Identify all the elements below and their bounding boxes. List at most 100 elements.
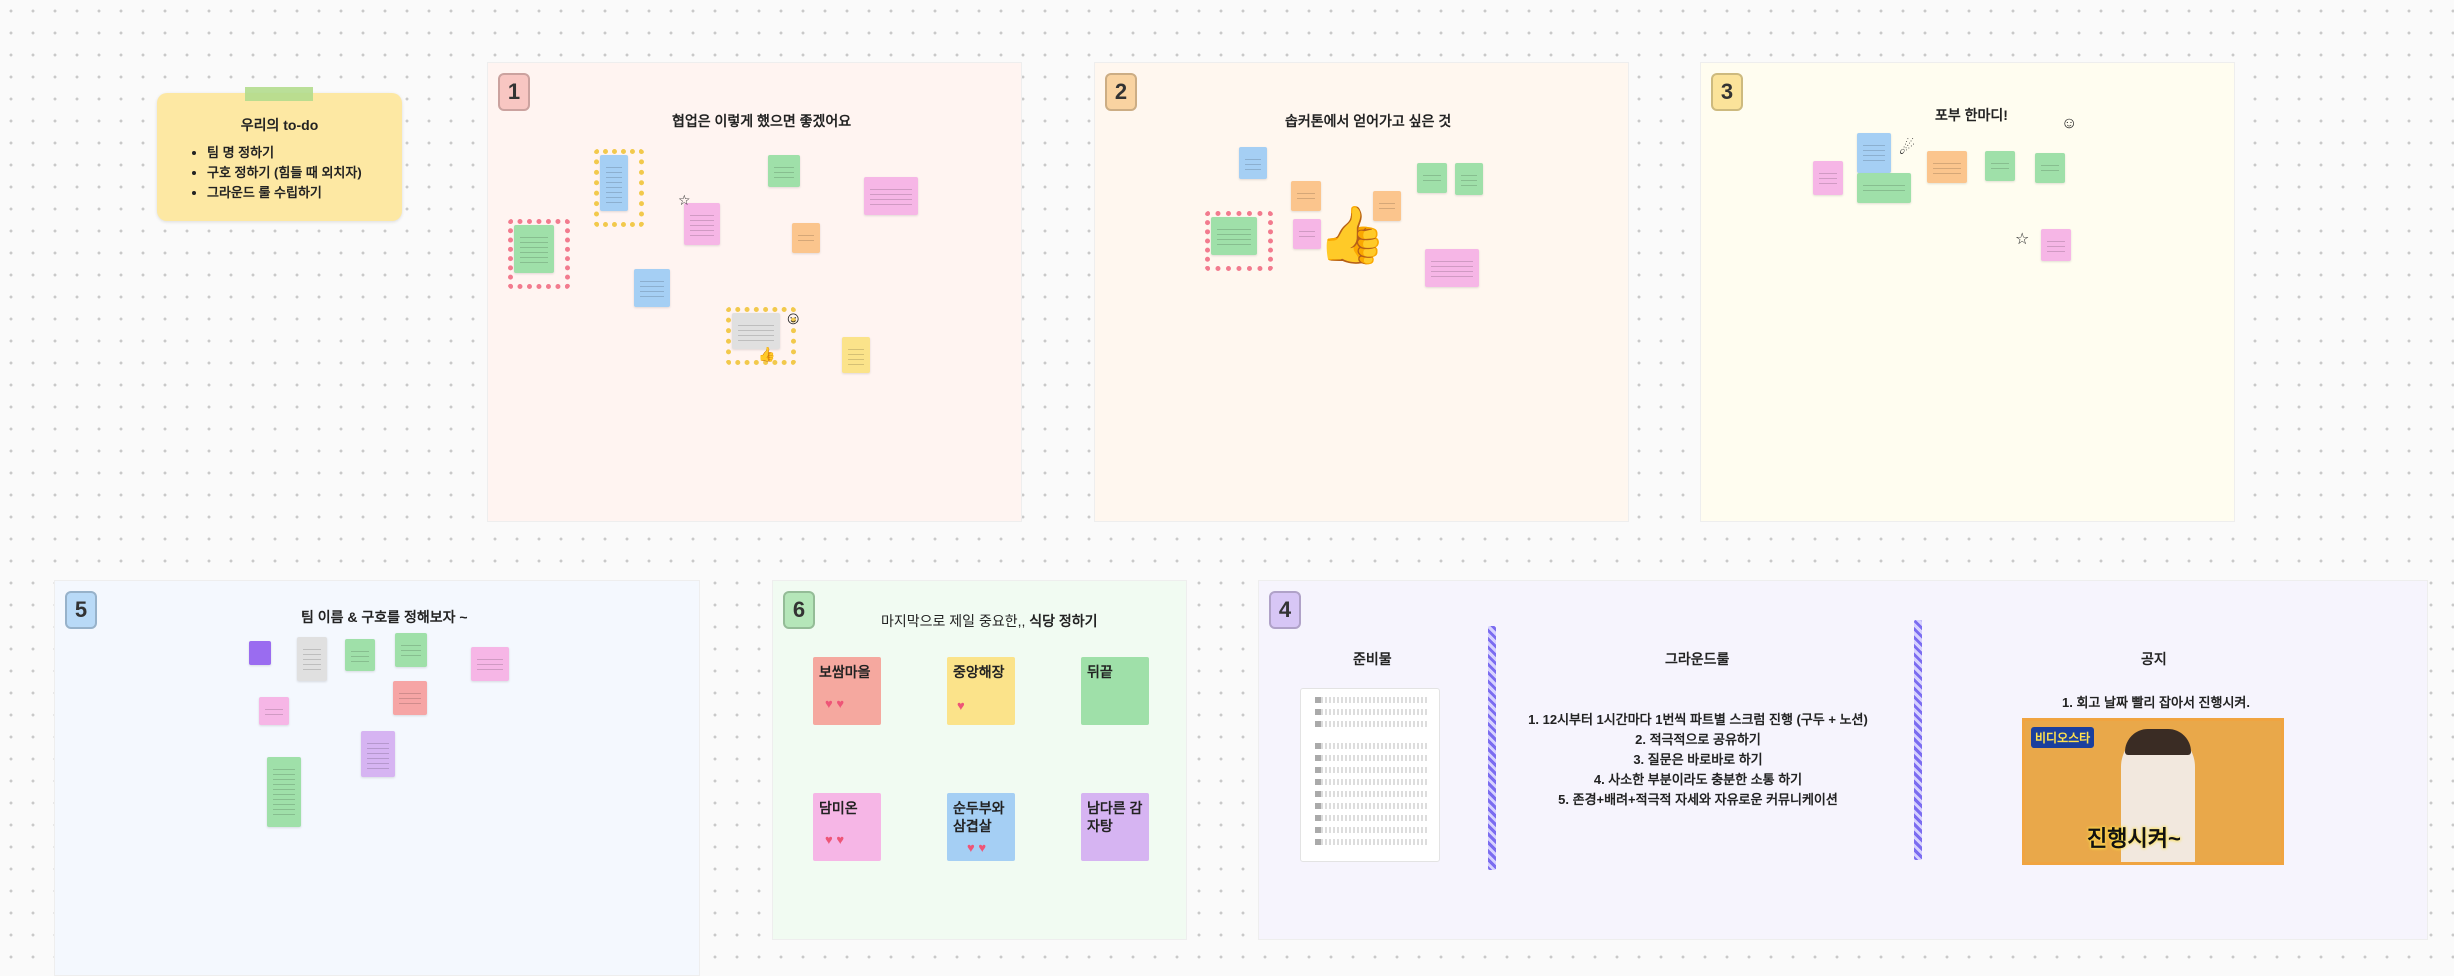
sticky-note[interactable] (393, 681, 427, 715)
restaurant-card[interactable]: 남다른 감자탕 (1081, 793, 1149, 861)
frame-badge: 2 (1105, 73, 1137, 111)
prep-checklist[interactable] (1300, 688, 1440, 862)
hearts-border (1205, 211, 1273, 271)
restaurant-name: 중앙해장 (953, 664, 1005, 680)
sticky-note[interactable] (345, 639, 375, 671)
sticky-note[interactable] (1455, 163, 1483, 195)
sticky-note[interactable] (514, 225, 554, 273)
todo-list: 팀 명 정하기 구호 정하기 (힘들 때 외치자) 그라운드 룰 수립하기 (193, 143, 362, 203)
sticky-note[interactable] (634, 269, 670, 307)
thumbs-up-icon: 👍 (758, 346, 776, 362)
sticky-note[interactable] (1211, 217, 1257, 255)
frame-title: 협업은 이렇게 했으면 좋겠어요 (672, 113, 852, 129)
heart-icon: ♥ ♥ (825, 696, 845, 711)
sticky-note[interactable] (1417, 163, 1447, 193)
frame-badge: 3 (1711, 73, 1743, 111)
sticky-note[interactable] (361, 731, 395, 777)
sticky-note[interactable] (600, 155, 628, 211)
todo-sticky[interactable]: 우리의 to-do 팀 명 정하기 구호 정하기 (힘들 때 외치자) 그라운드… (157, 87, 402, 221)
restaurant-card[interactable]: 뒤끝 (1081, 657, 1149, 725)
frame-gains[interactable]: 2 솝커톤에서 얻어가고 싶은 것 👍 (1094, 62, 1629, 522)
restaurant-name: 남다른 감자탕 (1087, 800, 1143, 834)
rule-item: 4. 사소한 부분이라도 충분한 소통 하기 (1593, 772, 1803, 787)
restaurant-card[interactable]: 담미온 ♥ ♥ (813, 793, 881, 861)
video-banner: 비디오스타 (2031, 727, 2095, 748)
rocket-icon: ☄ (1899, 138, 1916, 158)
sticky-note[interactable] (249, 641, 271, 665)
sticky-note[interactable] (395, 633, 427, 667)
restaurant-card[interactable]: 보쌈마을 ♥ ♥ (813, 657, 881, 725)
frame-collaboration[interactable]: 1 협업은 이렇게 했으면 좋겠어요 ☆ ☺ 👍 (487, 62, 1022, 522)
ground-rules-list: 1. 12시부터 1시간마다 1번씩 파트별 스크럼 진행 (구두 + 노션) … (1518, 710, 1878, 810)
frame-title: 포부 한마디! (1935, 107, 2008, 123)
hearts-border (594, 149, 644, 227)
restaurant-name: 보쌈마을 (819, 664, 871, 680)
sticky-note[interactable] (297, 637, 327, 681)
restaurant-card[interactable]: 중앙해장 ♥ (947, 657, 1015, 725)
divider (1914, 620, 1922, 860)
sticky-note[interactable] (1291, 181, 1321, 211)
video-person-hair (2125, 729, 2191, 755)
hearts-border (508, 219, 570, 289)
restaurant-name: 순두부와 삼겹살 (953, 800, 1005, 834)
frame-restaurant[interactable]: 6 마지막으로 제일 중요한,, 식당 정하기 보쌈마을 ♥ ♥ 중앙해장 ♥ … (772, 580, 1187, 940)
sticky-note[interactable] (1857, 173, 1911, 203)
frame-resolution[interactable]: 3 포부 한마디! ☄ ☆ ☺ (1700, 62, 2235, 522)
title-plain: 마지막으로 제일 중요한,, (881, 613, 1026, 629)
sticky-note[interactable] (1373, 191, 1401, 221)
sticky-note[interactable] (2035, 153, 2065, 183)
sticky-note[interactable] (768, 155, 800, 187)
rule-item: 3. 질문은 바로바로 하기 (1633, 752, 1763, 767)
notice-text: 1. 회고 날짜 빨리 잡아서 진행시켜. (2062, 695, 2250, 710)
frame-badge: 1 (498, 73, 530, 111)
frame-title: 마지막으로 제일 중요한,, 식당 정하기 (881, 611, 1098, 631)
star-icon: ☆ (678, 192, 691, 208)
prep-title: 준비물 (1353, 651, 1392, 667)
smiley-icon: ☺ (784, 308, 803, 328)
frame-badge: 5 (65, 591, 97, 629)
ground-rules-title: 그라운드룰 (1665, 651, 1730, 667)
notice-video[interactable]: 비디오스타 진행시켜~ (2022, 718, 2284, 865)
sticky-note[interactable] (1927, 151, 1967, 183)
rule-item: 5. 존경+배려+적극적 자세와 자유로운 커뮤니케이션 (1558, 792, 1838, 807)
sticky-note[interactable] (471, 647, 509, 681)
todo-title: 우리의 to-do (240, 117, 319, 133)
restaurant-name: 뒤끝 (1087, 664, 1113, 680)
sticky-note[interactable] (684, 203, 720, 245)
sticky-note[interactable] (1293, 219, 1321, 249)
sticky-note[interactable] (267, 757, 301, 827)
todo-item: 팀 명 정하기 (207, 143, 362, 163)
sticky-note[interactable] (2041, 229, 2071, 261)
emoji-icon: ☺ (2061, 115, 2078, 132)
sticky-note[interactable] (842, 337, 870, 373)
sticky-note[interactable] (792, 223, 820, 253)
video-caption: 진행시켜~ (2087, 826, 2181, 851)
restaurant-card[interactable]: 순두부와 삼겹살 ♥ ♥ (947, 793, 1015, 861)
hearts-border (726, 307, 796, 365)
thumbs-up-icon: 👍 (1317, 203, 1387, 266)
restaurant-name: 담미온 (819, 800, 858, 816)
frame-badge: 4 (1269, 591, 1301, 629)
divider (1488, 626, 1496, 870)
sticky-note[interactable] (732, 313, 780, 349)
sticky-note[interactable] (259, 697, 289, 725)
todo-item: 구호 정하기 (힘들 때 외치자) (207, 163, 362, 183)
frame-badge: 6 (783, 591, 815, 629)
todo-item: 그라운드 룰 수립하기 (207, 183, 362, 203)
sticky-note[interactable] (1857, 133, 1891, 173)
sticky-note[interactable] (1813, 161, 1843, 195)
frame-title: 솝커톤에서 얻어가고 싶은 것 (1285, 113, 1452, 129)
frame-title: 팀 이름 & 구호를 정해보자 ~ (301, 609, 468, 625)
sticky-note[interactable] (1985, 151, 2015, 181)
tape-decoration (245, 87, 313, 101)
heart-icon: ♥ ♥ (825, 832, 845, 847)
rule-item: 1. 12시부터 1시간마다 1번씩 파트별 스크럼 진행 (구두 + 노션) (1528, 712, 1868, 727)
frame-team-name[interactable]: 5 팀 이름 & 구호를 정해보자 ~ (54, 580, 700, 976)
sticky-note[interactable] (864, 177, 918, 215)
title-bold: 식당 정하기 (1029, 613, 1098, 629)
star-icon: ☆ (2015, 231, 2030, 248)
sticky-note[interactable] (1425, 249, 1479, 287)
notice-title: 공지 (2141, 651, 2167, 667)
sticky-note[interactable] (1239, 147, 1267, 179)
rule-item: 2. 적극적으로 공유하기 (1635, 732, 1761, 747)
